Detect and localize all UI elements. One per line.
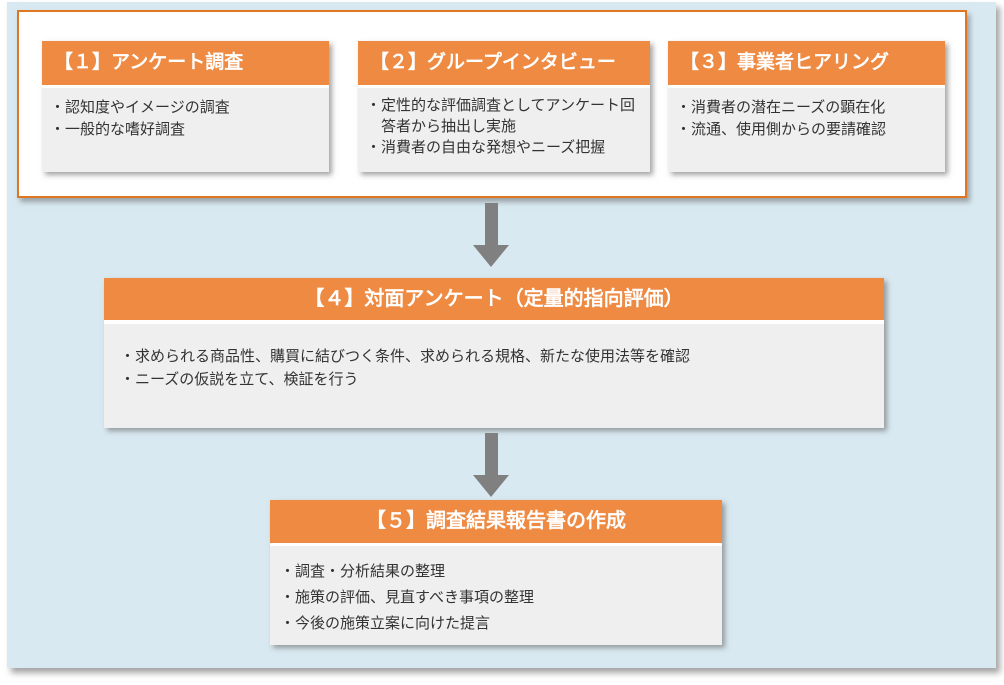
bullet-list: ・認知度やイメージの調査 ・一般的な嗜好調査 (50, 97, 321, 141)
bullet-item: ・消費者の自由な発想やニーズ把握 (366, 139, 606, 156)
bullet-item: ・一般的な嗜好調査 (50, 121, 186, 138)
box-body: ・調査・分析結果の整理 ・施策の評価、見直すべき事項の整理 ・今後の施策立案に向… (270, 546, 722, 645)
face-to-face-survey-box: 【４】対面アンケート（定量的指向評価） ・求められる商品性、購買に結びつく条件、… (104, 278, 884, 428)
bullet-list: ・求められる商品性、購買に結びつく条件、求められる規格、新たな使用法等を確認 ・… (120, 345, 868, 391)
box-title: 【１】アンケート調査 (42, 41, 329, 85)
diagram-panel: 【１】アンケート調査 ・認知度やイメージの調査 ・一般的な嗜好調査 【２】グルー… (7, 2, 996, 668)
bullet-list: ・調査・分析結果の整理 ・施策の評価、見直すべき事項の整理 ・今後の施策立案に向… (280, 559, 712, 637)
box-title: 【４】対面アンケート（定量的指向評価） (104, 278, 884, 320)
arrow-shaft (484, 433, 498, 475)
bullet-item: ・施策の評価、見直すべき事項の整理 (280, 589, 534, 606)
business-hearing-box: 【３】事業者ヒアリング ・消費者の潜在ニーズの顕在化 ・流通、使用側からの要請確… (668, 41, 945, 172)
arrow-head (473, 475, 509, 497)
box-body: ・求められる商品性、購買に結びつく条件、求められる規格、新たな使用法等を確認 ・… (104, 324, 884, 428)
box-title: 【３】事業者ヒアリング (668, 41, 945, 85)
box-body: ・定性的な評価調査としてアンケート回答者から抽出し実施 ・消費者の自由な発想やニ… (358, 88, 650, 172)
bullet-list: ・消費者の潜在ニーズの顕在化 ・流通、使用側からの要請確認 (676, 97, 937, 141)
report-creation-box: 【５】調査結果報告書の作成 ・調査・分析結果の整理 ・施策の評価、見直すべき事項… (270, 500, 722, 645)
arrow-down-icon (473, 203, 509, 267)
bullet-item: ・定性的な評価調査としてアンケート回答者から抽出し実施 (366, 97, 635, 135)
arrow-head (473, 245, 509, 267)
bullet-item: ・求められる商品性、購買に結びつく条件、求められる規格、新たな使用法等を確認 (120, 348, 691, 365)
group-interview-box: 【２】グループインタビュー ・定性的な評価調査としてアンケート回答者から抽出し実… (358, 41, 650, 172)
phase1-group-frame: 【１】アンケート調査 ・認知度やイメージの調査 ・一般的な嗜好調査 【２】グルー… (17, 10, 967, 198)
bullet-list: ・定性的な評価調査としてアンケート回答者から抽出し実施 ・消費者の自由な発想やニ… (366, 95, 644, 158)
bullet-item: ・ニーズの仮説を立て、検証を行う (120, 371, 359, 388)
bullet-item: ・調査・分析結果の整理 (280, 563, 446, 580)
box-title: 【５】調査結果報告書の作成 (270, 500, 722, 543)
arrow-shaft (484, 203, 498, 245)
bullet-item: ・流通、使用側からの要請確認 (676, 121, 887, 138)
bullet-item: ・今後の施策立案に向けた提言 (280, 615, 491, 632)
box-body: ・消費者の潜在ニーズの顕在化 ・流通、使用側からの要請確認 (668, 88, 945, 172)
arrow-down-icon (473, 433, 509, 497)
bullet-item: ・消費者の潜在ニーズの顕在化 (676, 99, 886, 116)
bullet-item: ・認知度やイメージの調査 (50, 99, 230, 116)
box-body: ・認知度やイメージの調査 ・一般的な嗜好調査 (42, 88, 329, 172)
box-title: 【２】グループインタビュー (358, 41, 650, 85)
questionnaire-survey-box: 【１】アンケート調査 ・認知度やイメージの調査 ・一般的な嗜好調査 (42, 41, 329, 172)
